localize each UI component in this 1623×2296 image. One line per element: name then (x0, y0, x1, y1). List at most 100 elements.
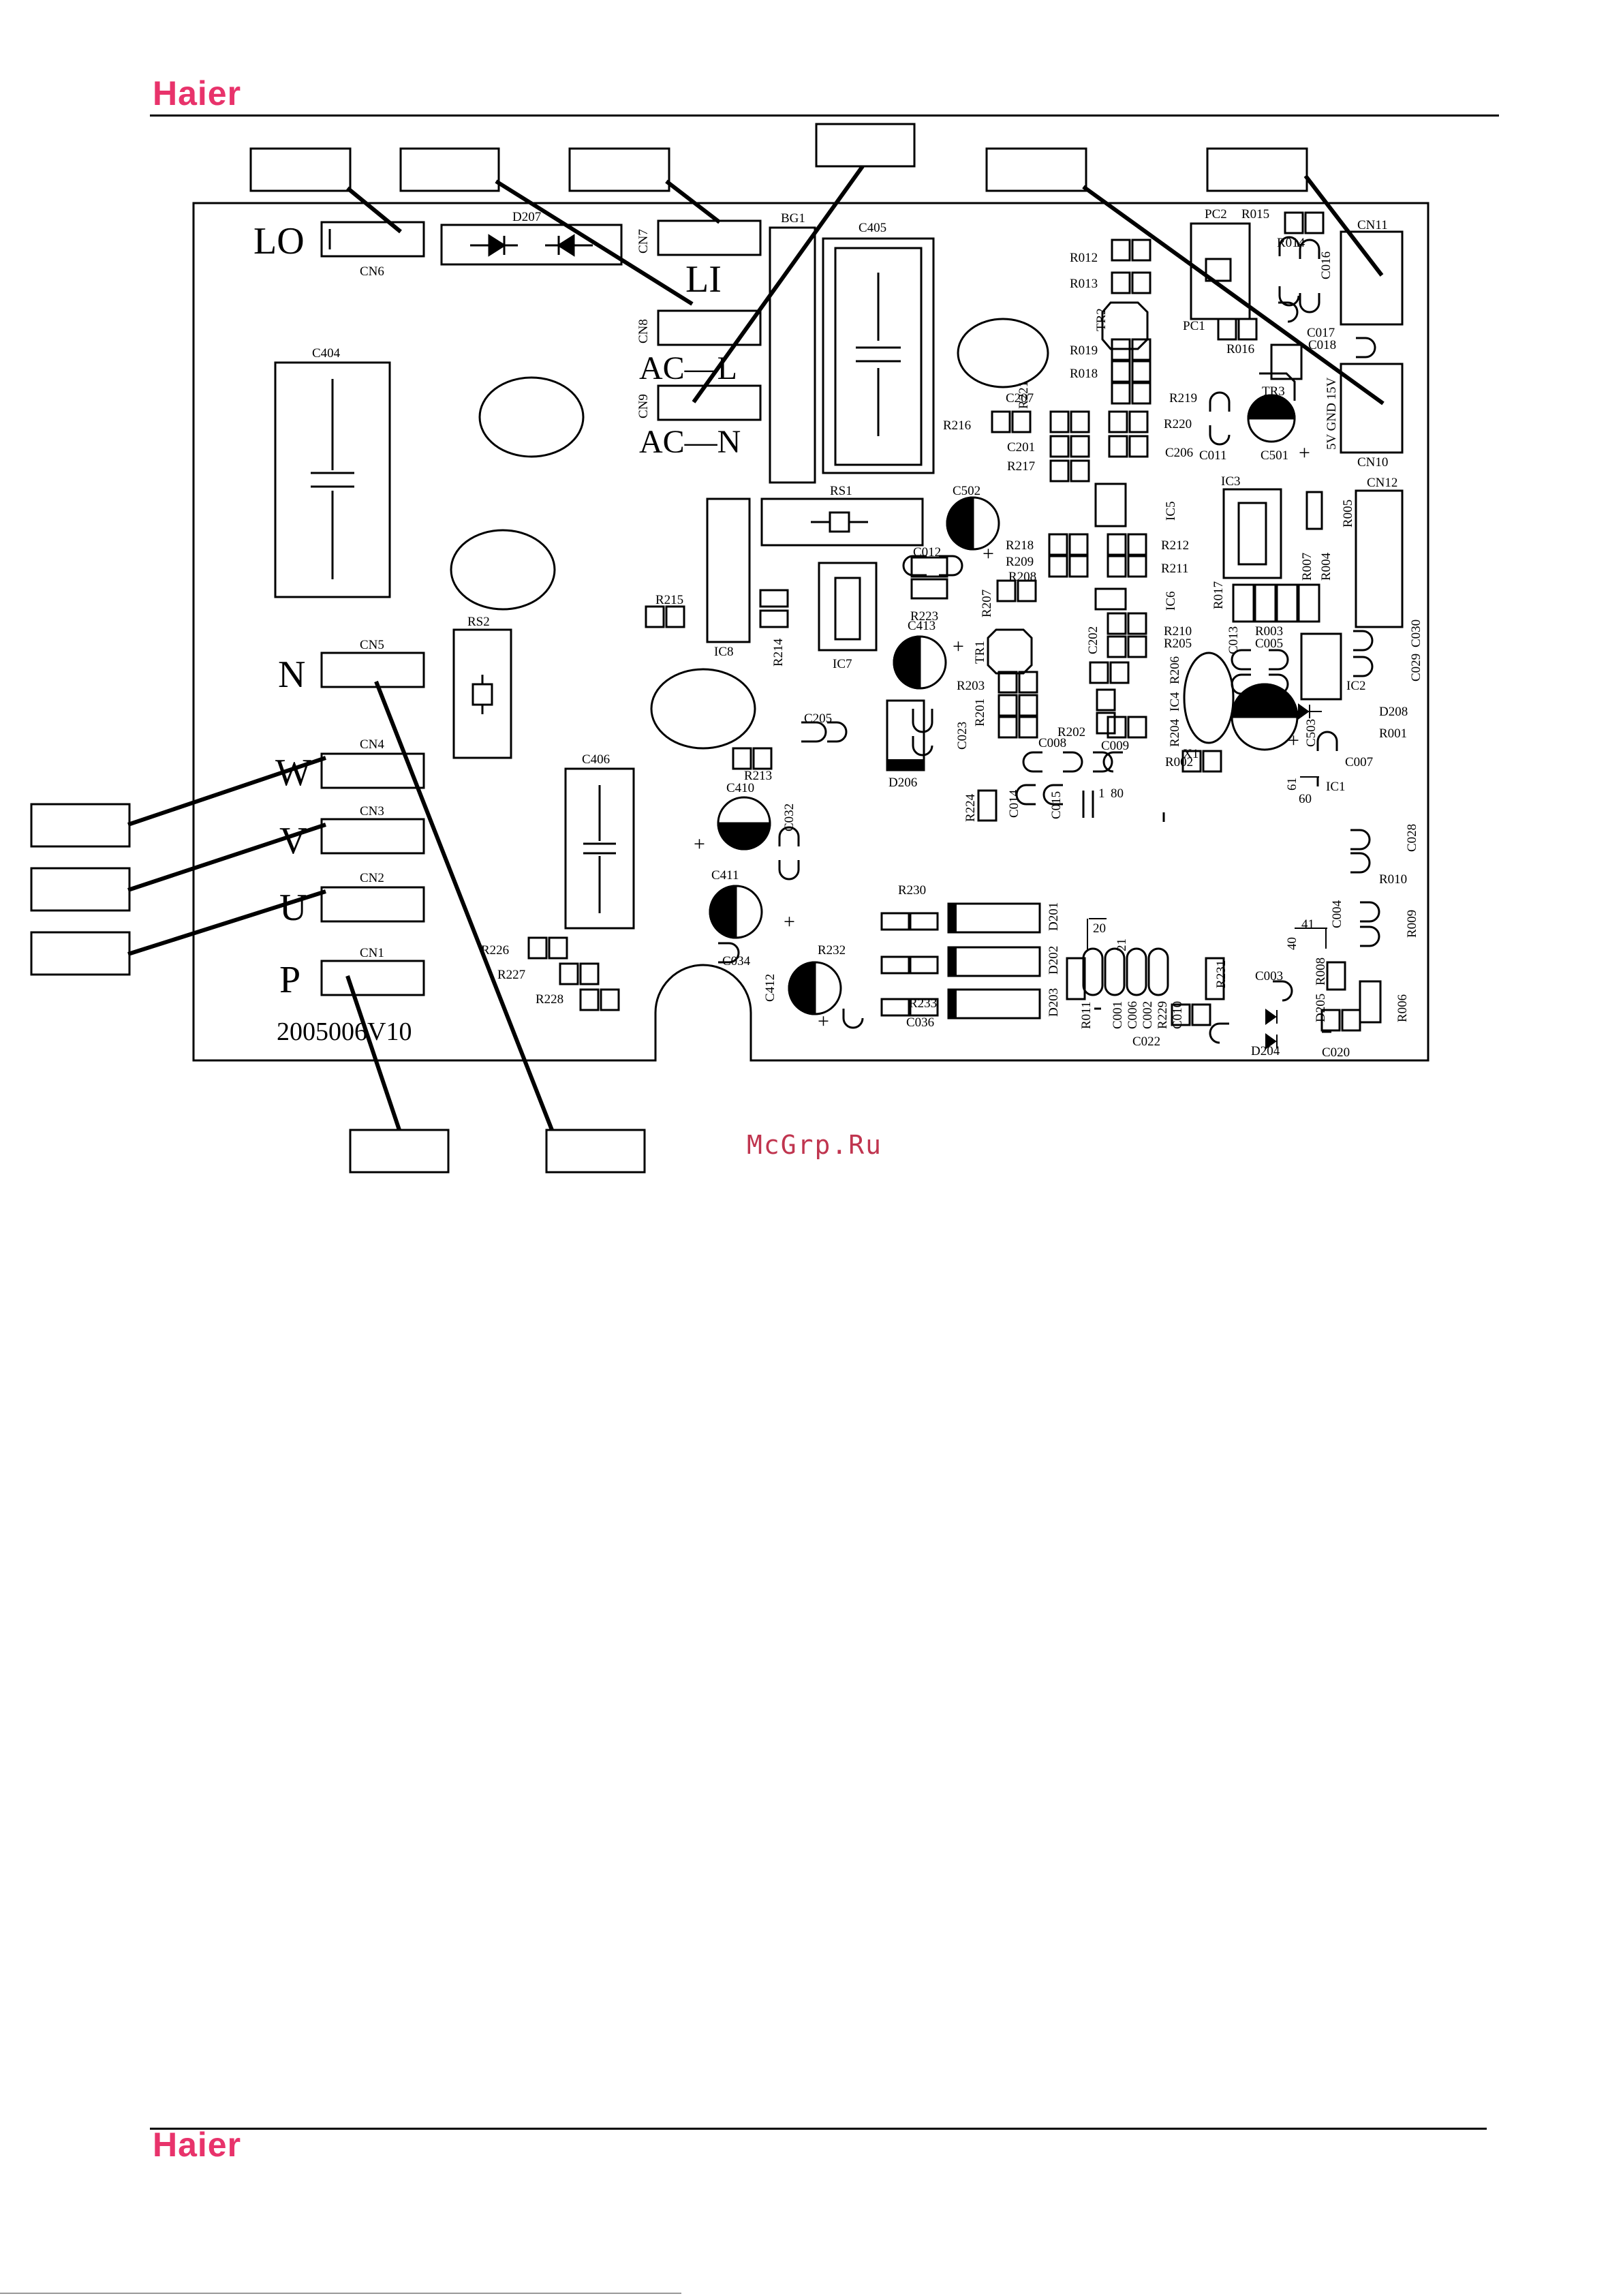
label-bg1: BG1 (781, 211, 805, 226)
label-d202: D202 (1047, 946, 1061, 975)
label-c018: C018 (1308, 338, 1336, 352)
label-c410: C410 (726, 781, 754, 795)
transistors (987, 301, 1296, 675)
diode-band (887, 759, 924, 770)
label-r216: R216 (943, 418, 971, 433)
label-d208: D208 (1379, 705, 1408, 719)
label-r215: R215 (655, 593, 683, 607)
label-ic3: IC3 (1221, 474, 1241, 489)
label-c003: C003 (1255, 969, 1283, 983)
terminal-label-li: LI (685, 258, 722, 301)
callout-box-1 (249, 147, 352, 192)
terminal-label-ac-n: AC—N (639, 424, 741, 460)
label-d204: D204 (1251, 1044, 1280, 1058)
label-c009: C009 (1101, 739, 1129, 753)
label-r214: R214 (771, 638, 786, 667)
label-r010: R010 (1379, 872, 1407, 887)
label-r210: R210 (1164, 624, 1192, 639)
leader-lines (127, 165, 1385, 1131)
callout-box-11 (545, 1129, 646, 1174)
label-cn10: CN10 (1357, 455, 1388, 470)
smd-pads (527, 211, 1382, 1032)
label-ic7: IC7 (833, 657, 852, 671)
label-c205: C205 (804, 711, 832, 726)
label-c412: C412 (763, 974, 777, 1002)
terminal-label-u: U (279, 887, 307, 929)
label-c011: C011 (1199, 448, 1226, 463)
label-d203: D203 (1047, 988, 1061, 1017)
label-cn8: CN8 (636, 319, 651, 343)
label-r019: R019 (1070, 343, 1098, 358)
label-tr1: TR1 (973, 641, 987, 664)
label-rs1: RS1 (830, 484, 852, 498)
label-c501: C501 (1261, 448, 1288, 463)
label-pc2: PC2 (1205, 207, 1227, 221)
label-c411: C411 (711, 868, 739, 883)
connector-cn7 (657, 219, 762, 256)
relay-rs1 (760, 498, 924, 547)
board-outline (192, 202, 1429, 1062)
label-r213: R213 (744, 769, 772, 783)
label-d201: D201 (1047, 902, 1061, 931)
label-c413: C413 (908, 619, 936, 633)
small-diodes (1265, 703, 1322, 1050)
label-r206: R206 (1168, 656, 1182, 684)
label-cn6: CN6 (360, 264, 384, 279)
label-c014: C014 (1007, 789, 1021, 818)
label-r202: R202 (1057, 725, 1085, 739)
polarity-markers: + + + + + + + (694, 442, 1310, 1032)
label-c405: C405 (859, 221, 886, 235)
label-c008: C008 (1038, 736, 1066, 750)
terminal-label-n: N (278, 654, 305, 696)
connector-cn8 (657, 309, 762, 346)
label-c007: C007 (1345, 755, 1373, 769)
pin-40: 40 (1285, 937, 1299, 950)
label-c406: C406 (582, 752, 610, 767)
label-r228: R228 (536, 992, 563, 1007)
capacitor-c404 (274, 361, 391, 598)
label-cn11: CN11 (1357, 218, 1388, 232)
label-r209: R209 (1006, 555, 1034, 569)
capacitor-c405 (822, 237, 935, 474)
part-labels: R215 R213 C205 R226 R227 R228 R216 C207 … (481, 207, 1408, 1060)
ic-ic3 (1222, 488, 1282, 579)
label-tr3: TR3 (1262, 384, 1285, 399)
label-r219: R219 (1169, 391, 1197, 405)
pin-61: 61 (1285, 778, 1299, 791)
label-r014: R014 (1277, 236, 1305, 250)
label-ic4: IC4 (1168, 692, 1182, 711)
label-r223: R223 (910, 609, 938, 624)
label-r226: R226 (481, 943, 509, 958)
label-r220: R220 (1164, 417, 1192, 431)
label-c013: C013 (1226, 626, 1241, 654)
label-r016: R016 (1226, 342, 1254, 356)
ic-ic1-outline (1300, 632, 1342, 701)
label-c006: C006 (1126, 1001, 1140, 1029)
label-r003: R003 (1255, 624, 1283, 639)
label-r011: R011 (1079, 1002, 1094, 1029)
label-ic1: IC1 (1326, 780, 1346, 794)
label-c404: C404 (312, 346, 341, 361)
callout-box-10 (349, 1129, 450, 1174)
label-r001: R001 (1379, 726, 1407, 741)
label-c010: C010 (1171, 1001, 1185, 1029)
callout-box-9 (30, 931, 131, 976)
label-c022: C022 (1132, 1035, 1160, 1049)
label-r005: R005 (1341, 500, 1355, 527)
band-d201 (948, 904, 957, 932)
bottom-edge-rule (0, 2293, 681, 2294)
label-r230: R230 (898, 883, 926, 898)
label-cn3: CN3 (360, 804, 384, 818)
connector-cn11 (1340, 230, 1404, 326)
label-r217: R217 (1007, 459, 1035, 474)
bean-caps (718, 236, 1380, 1044)
label-r204: R204 (1168, 718, 1182, 747)
label-r004: R004 (1319, 552, 1333, 581)
label-r218: R218 (1006, 538, 1034, 553)
ic-ic7 (818, 562, 878, 652)
label-r232: R232 (818, 943, 846, 958)
label-c032: C032 (782, 803, 797, 831)
label-c503: C503 (1304, 719, 1318, 747)
pin-80: 80 (1111, 786, 1124, 801)
